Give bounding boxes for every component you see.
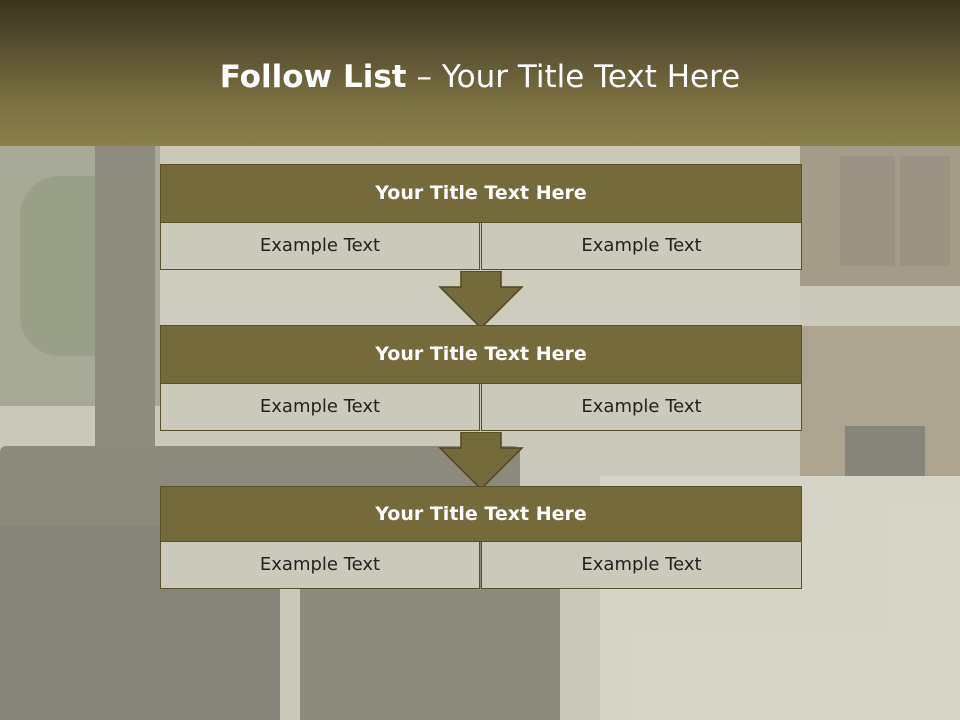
step-right-text: Example Text	[481, 383, 802, 431]
step-left-text: Example Text	[160, 222, 480, 270]
step-left-text: Example Text	[160, 541, 480, 589]
step-title: Your Title Text Here	[160, 164, 802, 223]
step-right-text: Example Text	[481, 222, 802, 270]
step-title: Your Title Text Here	[160, 325, 802, 384]
title-rest-part: – Your Title Text Here	[406, 59, 741, 95]
step-title: Your Title Text Here	[160, 486, 802, 542]
down-arrow-icon	[438, 271, 524, 329]
title-band	[0, 0, 960, 146]
title-bold-part: Follow List	[219, 59, 407, 95]
slide-title: Follow List – Your Title Text Here	[0, 52, 960, 102]
down-arrow-icon	[438, 432, 524, 490]
step-right-text: Example Text	[481, 541, 802, 589]
step-left-text: Example Text	[160, 383, 480, 431]
